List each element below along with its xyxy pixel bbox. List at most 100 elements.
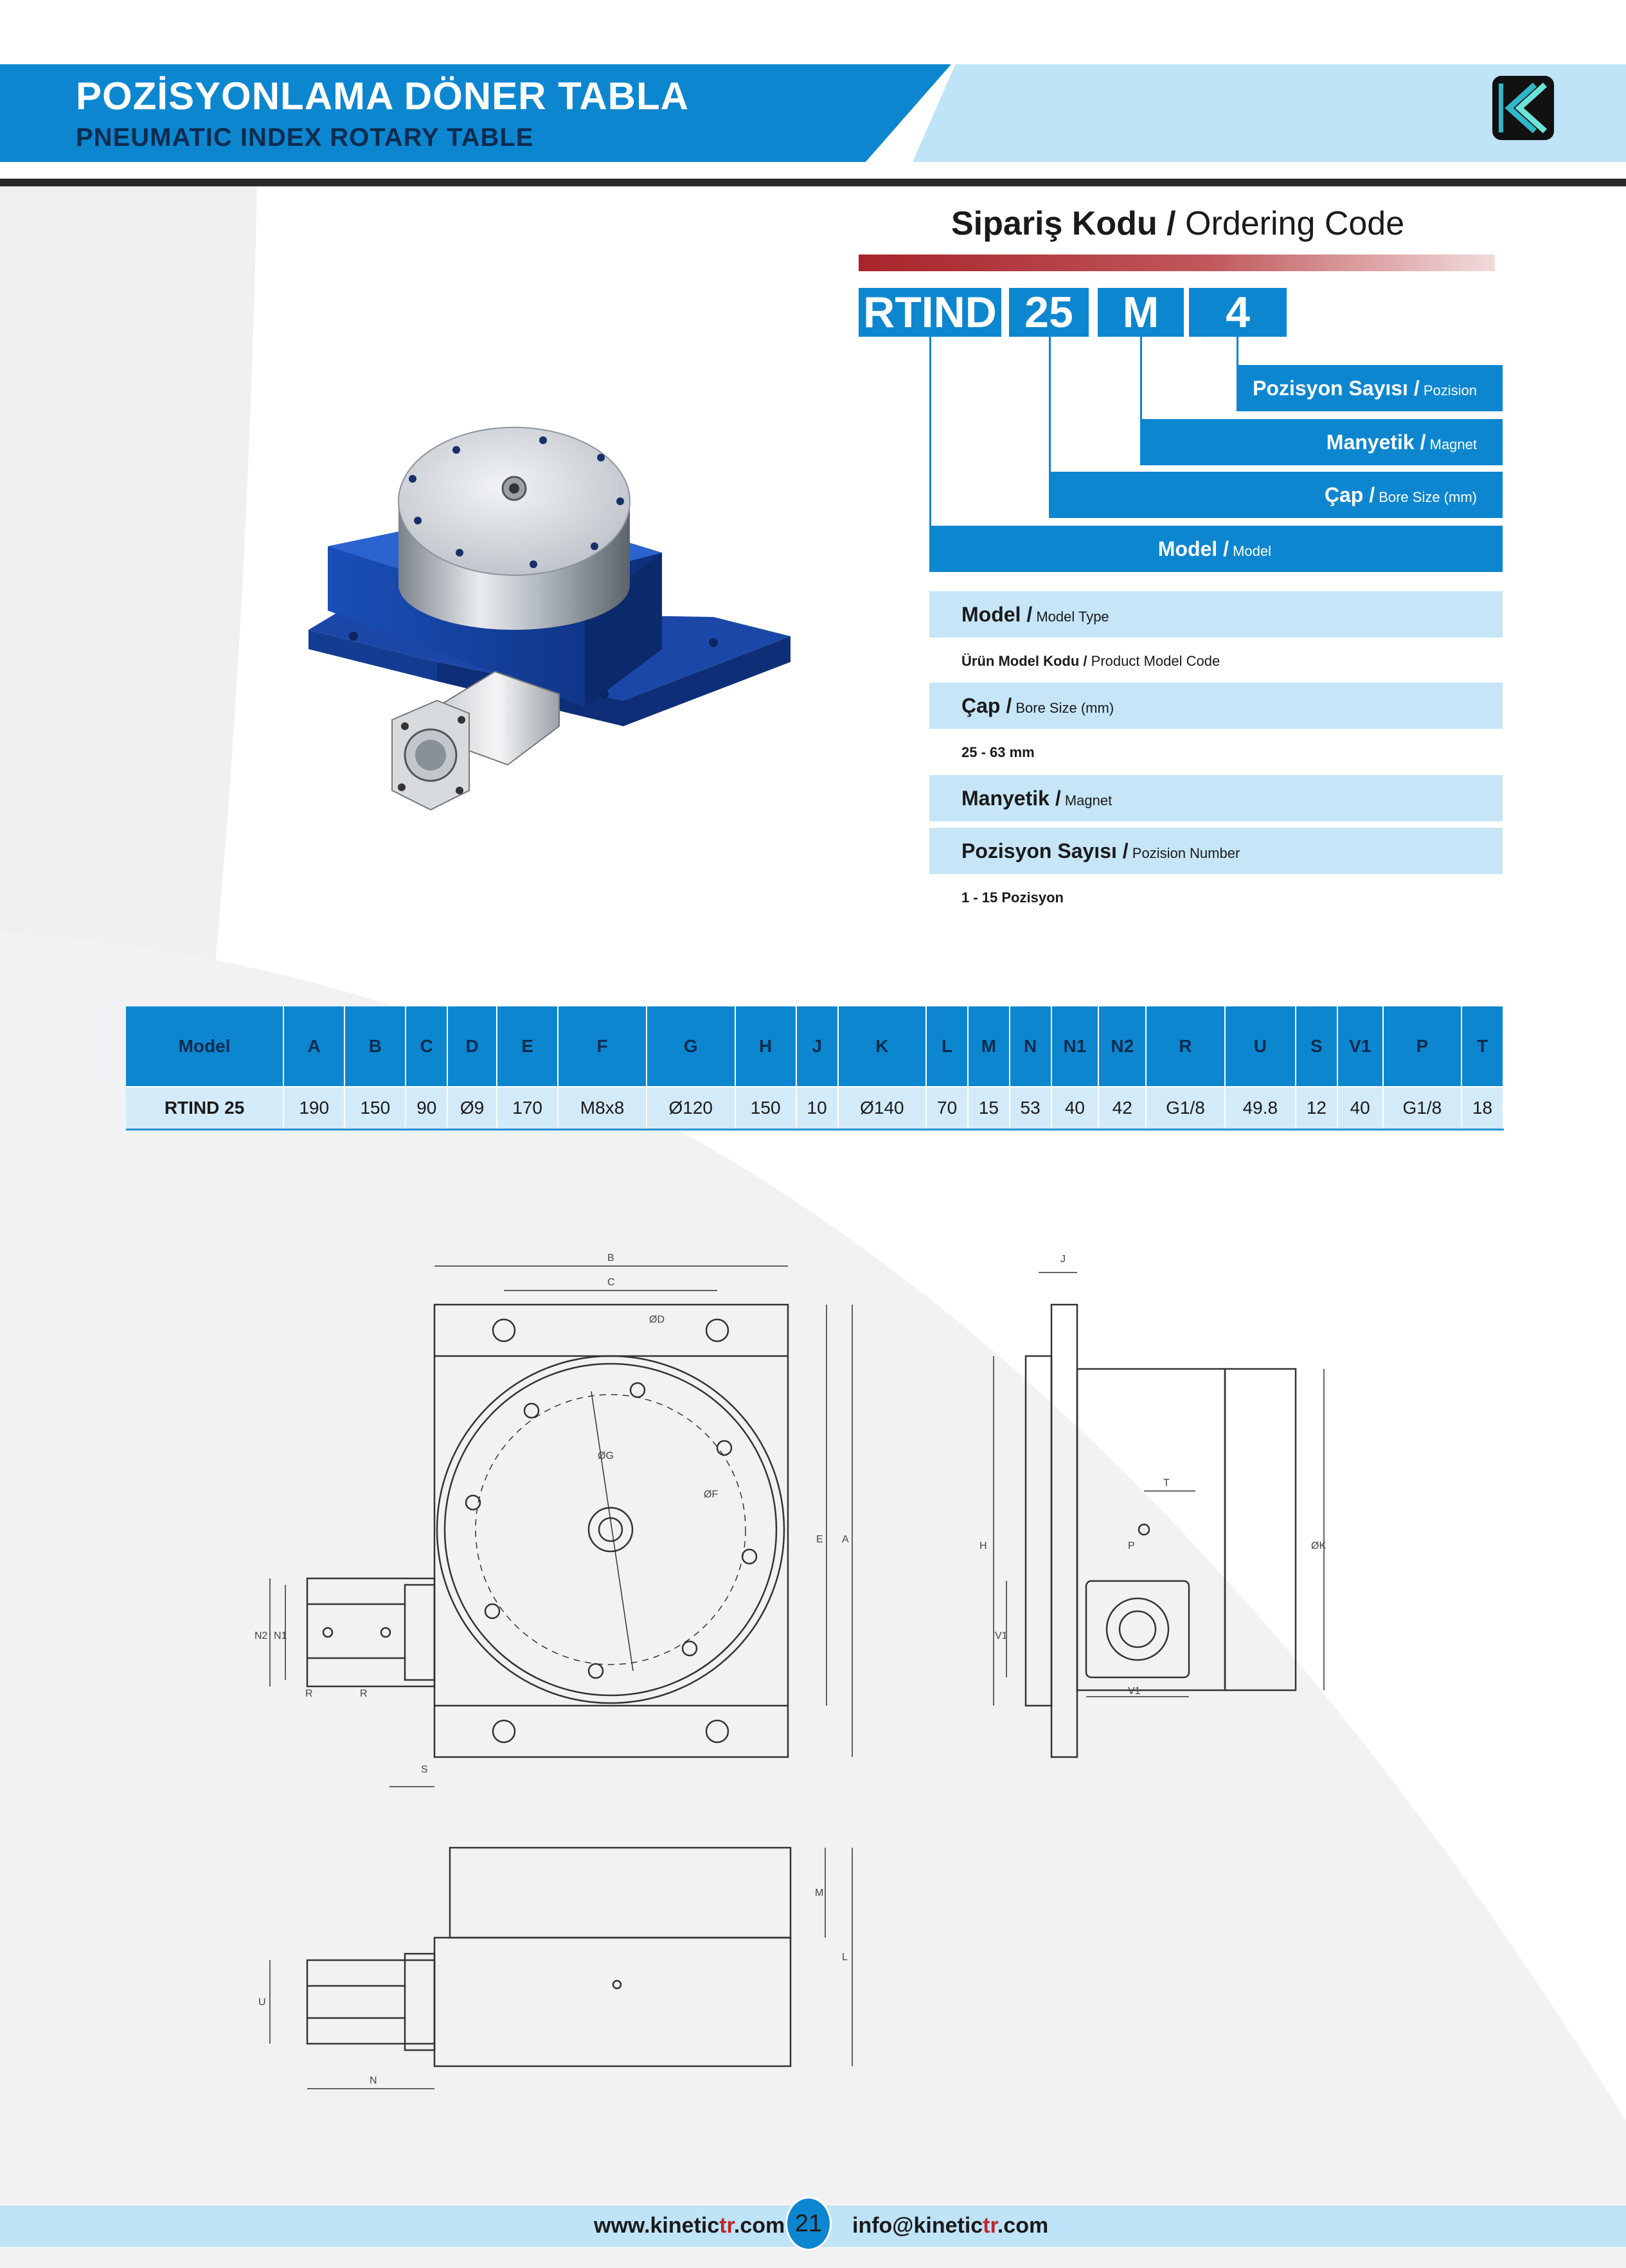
page-subtitle: PNEUMATIC INDEX ROTARY TABLE [76,123,534,152]
table-header-cell: F [558,1006,647,1087]
table-cell: Ø9 [447,1086,498,1130]
table-cell: 170 [497,1086,559,1130]
table-cell: 190 [283,1086,346,1130]
table-header-cell: R [1146,1006,1226,1087]
table-cell: 42 [1098,1086,1147,1130]
drawing-label: ØF [704,1489,718,1500]
page-title: POZİSYONLAMA DÖNER TABLA [76,75,689,118]
drawing-label: T [1163,1478,1170,1488]
table-header-cell: S [1296,1006,1338,1087]
table-header-cell: Model [126,1006,285,1087]
drawing-label: N2 [255,1630,268,1641]
table-cell: Ø120 [646,1086,736,1130]
table-cell: Ø140 [837,1086,927,1130]
spec-row-position: Pozisyon Sayısı / Pozision Number [929,828,1503,874]
table-cell: 18 [1461,1086,1504,1130]
spec-value-bore: 25 - 63 mm [961,744,1035,760]
spec-row-bore: Çap / Bore Size (mm) [929,683,1503,729]
table-cell: G1/8 [1382,1086,1463,1130]
drawing-label: ØG [598,1451,614,1461]
code-part-bore: 25 [1009,288,1089,337]
table-header-cell: L [926,1006,969,1087]
drawing-label: U [258,1997,266,2008]
drawing-label: V1 [1128,1686,1141,1697]
spec-row-model: Model / Model Type [929,591,1503,638]
tree-line-bore [1049,337,1051,473]
drawing-label: N [370,2075,377,2086]
table-cell: G1/8 [1146,1086,1226,1130]
table-header-cell: H [735,1006,797,1087]
legend-bar-position: Pozisyon Sayısı / Pozision [1237,365,1503,411]
header-divider [0,179,1626,186]
technical-drawings: B C ØD ØG ØF E A N2 N1 R R S J T P H V1 … [255,1253,1326,2089]
table-cell: 49.8 [1224,1086,1297,1130]
drawing-label: P [1128,1540,1135,1551]
table-cell: 40 [1051,1086,1100,1130]
table-cell: 70 [926,1086,969,1130]
table-cell: 12 [1296,1086,1338,1130]
table-cell: M8x8 [558,1086,647,1130]
page-number: 21 [785,2197,832,2251]
table-header-cell: D [447,1006,498,1087]
ordering-gradient-bar [859,254,1495,271]
drawing-label: M [815,1888,823,1898]
table-header-cell: T [1461,1006,1504,1087]
drawing-label: S [421,1764,428,1775]
code-part-model: RTIND [859,288,1001,337]
footer-website-link[interactable]: www.kinetictr.com [594,2213,785,2238]
table-header-cell: V1 [1337,1006,1384,1087]
top-view-drawing [269,1265,853,1787]
ordering-code-title: Sipariş Kodu / Ordering Code [951,205,1405,242]
tree-line-magnet [1140,337,1142,419]
legend-bar-magnet: Manyetik / Magnet [1140,419,1503,465]
tree-line-position [1237,337,1238,366]
table-header-cell: A [283,1006,346,1087]
table-header-cell: U [1224,1006,1297,1087]
drawing-label: ØK [1311,1540,1326,1551]
table-header-cell: N1 [1051,1006,1100,1087]
table-header-cell: G [646,1006,736,1087]
table-header-cell: B [344,1006,407,1087]
drawing-label: V1 [995,1630,1008,1641]
legend-bar-bore: Çap / Bore Size (mm) [1049,472,1503,518]
table-header-cell: K [837,1006,927,1087]
drawing-label: E [816,1534,823,1545]
spec-value-model: Ürün Model Kodu / Product Model Code [961,653,1220,669]
footer-email-link[interactable]: info@kinetictr.com [852,2213,1049,2238]
table-cell: 40 [1337,1086,1384,1130]
table-cell: RTIND 25 [126,1086,285,1130]
header-band [0,64,951,162]
drawing-label: B [607,1253,614,1263]
code-part-magnet: M [1098,288,1184,337]
drawing-label: L [842,1952,848,1963]
drawing-label: ØD [649,1314,665,1325]
table-cell: 150 [735,1086,797,1130]
tree-line-model [929,337,931,527]
drawing-label: R [360,1688,368,1699]
product-render-image [308,427,791,811]
table-header-cell: E [497,1006,559,1087]
drawing-label: R [305,1688,313,1699]
table-header-cell: N [1009,1006,1052,1087]
table-cell: 15 [967,1086,1010,1130]
table-cell: 53 [1009,1086,1052,1130]
spec-value-position: 1 - 15 Pozisyon [961,889,1064,906]
side-view-drawing [993,1272,1325,1758]
legend-bar-model: Model / Model [929,526,1503,572]
table-header-cell: P [1382,1006,1463,1087]
table-cell: 10 [796,1086,839,1130]
drawing-label: J [1060,1254,1066,1265]
drawing-label: C [607,1277,615,1288]
code-part-position: 4 [1189,288,1287,337]
table-header-cell: N2 [1098,1006,1147,1087]
drawing-label: N1 [274,1630,287,1641]
table-header-cell: M [967,1006,1010,1087]
table-header-cell: C [406,1006,449,1087]
kinetic-chevron-logo-icon [1492,76,1554,140]
spec-row-magnet: Manyetik / Magnet [929,775,1503,821]
table-header-cell: J [796,1006,839,1087]
table-cell: 150 [344,1086,407,1130]
